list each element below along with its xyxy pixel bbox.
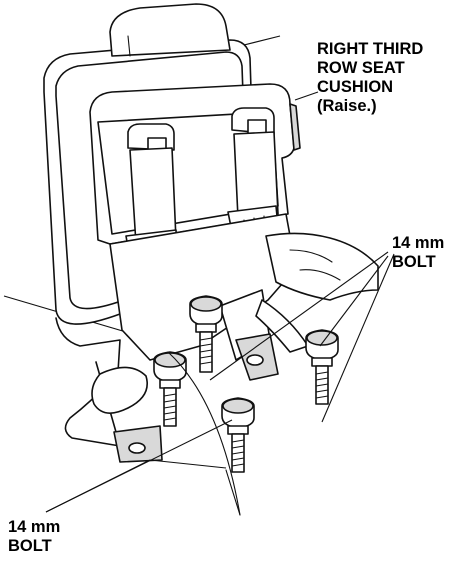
lower-bolt-label: 14 mm BOLT [8, 518, 60, 556]
headrest [109, 3, 231, 57]
floor-trim [265, 232, 379, 301]
cushion-label: RIGHT THIRD ROW SEAT CUSHION (Raise.) [317, 40, 423, 116]
buckle-left-strap [129, 147, 177, 245]
bolt-left [153, 351, 187, 427]
leader-lower-curve [225, 469, 241, 516]
upper-bolt-name: BOLT [392, 253, 436, 271]
leader-upper-bolt-2 [321, 253, 395, 423]
buckle-right-strap [233, 131, 279, 219]
cushion-side [289, 103, 301, 151]
lower-bolt-size: 14 mm [8, 518, 61, 536]
seat-frame-lower [55, 213, 379, 463]
label-leaders [45, 91, 395, 516]
cushion-label-line-2: ROW SEAT [317, 59, 405, 77]
left-cutout [91, 366, 148, 414]
bolt-upper-middle [189, 295, 223, 373]
leader-lower-tail [149, 459, 227, 469]
cushion-label-line-1: RIGHT THIRD [317, 40, 424, 58]
upper-bolt-size: 14 mm [392, 234, 445, 252]
cushion-label-line-3: CUSHION [317, 78, 394, 96]
cushion-label-line-4: (Raise.) [317, 97, 377, 115]
rail-right [255, 299, 309, 353]
leader-upper-bolt-1 [209, 251, 389, 381]
bolt-lower [221, 397, 255, 473]
bolt-hole-right [246, 354, 264, 366]
headrest-crease [127, 35, 131, 57]
leader-lower-bolt-2 [45, 419, 233, 513]
leader-cushion [294, 91, 319, 101]
cable-line [167, 351, 241, 516]
bolt-hole-left [128, 442, 146, 454]
bolts [153, 295, 339, 473]
upper-bolt-label: 14 mm BOLT [392, 234, 444, 272]
lower-bolt-name: BOLT [8, 537, 52, 555]
leader-upper-bolt-3 [319, 255, 389, 347]
bolt-right [305, 329, 339, 405]
trim-contours [289, 249, 341, 281]
